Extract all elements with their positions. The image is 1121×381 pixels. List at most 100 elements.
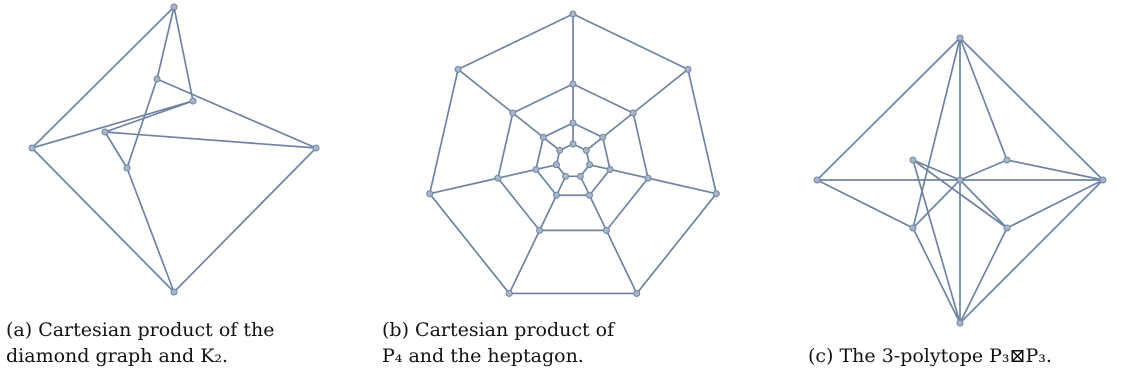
graph-b-node-7: [569, 80, 577, 88]
graph-b-edge-16: [632, 112, 649, 179]
graph-c-edge-15: [959, 227, 1008, 324]
graph-b-node-5: [426, 190, 434, 198]
graph-b-edge-17: [601, 112, 635, 139]
graph-b-edge-5: [647, 177, 718, 195]
graph-c-node-7: [909, 224, 917, 232]
graph-b-edge-30: [601, 136, 611, 171]
graph-b-node-20: [539, 133, 547, 141]
graph-b-node-14: [569, 119, 577, 127]
graph-b-edge-38: [535, 136, 545, 171]
graph-b-edge-11: [428, 177, 499, 195]
graph-c-node-5: [1003, 156, 1011, 164]
graph-c-edge-13: [1006, 159, 1104, 181]
graph-b-node-25: [562, 172, 570, 180]
graph-a-edge-9: [126, 78, 158, 169]
caption-a: (a) Cartesian product of the diamond gra…: [6, 317, 275, 369]
graph-b-edge-13: [457, 68, 514, 114]
graph-a-node-6: [101, 128, 109, 136]
graph-b-node-4: [505, 289, 513, 297]
graph-a-edge-2: [173, 6, 194, 102]
graph-polytope-p3-strong-p3: [813, 34, 1107, 327]
graph-a-node-0: [170, 3, 178, 11]
graph-a-node-7: [123, 164, 131, 172]
graph-b-edge-24: [497, 112, 514, 179]
graph-a-node-3: [170, 288, 178, 296]
graph-b-node-18: [553, 191, 561, 199]
graph-b-node-6: [454, 65, 462, 73]
caption-b: (b) Cartesian product of P₄ and the hept…: [382, 317, 632, 369]
graph-b-node-26: [552, 161, 560, 169]
graph-c-edge-12: [959, 179, 1104, 324]
graph-b-node-3: [633, 289, 641, 297]
graph-c-edge-14: [1006, 179, 1104, 229]
graph-c-edge-19: [912, 159, 1008, 229]
graph-b-edge-32: [588, 168, 611, 197]
graph-diamond-times-k2: [28, 3, 320, 296]
graph-b-node-27: [556, 146, 564, 154]
graph-b-edge-8: [428, 192, 511, 295]
graph-c-node-1: [956, 34, 964, 42]
graph-a-edge-4: [31, 100, 194, 149]
graph-b-edge-2: [687, 68, 718, 195]
graph-b-edge-26: [511, 83, 574, 114]
graph-p4-times-heptagon: [426, 10, 720, 297]
graph-b-edge-18: [605, 177, 649, 232]
graph-a-edge-6: [156, 78, 317, 149]
graph-b-edge-4: [635, 192, 718, 295]
graph-c-node-6: [1003, 224, 1011, 232]
graph-a-node-1: [28, 144, 36, 152]
graph-b-node-22: [582, 146, 590, 154]
graph-c-edge-4: [959, 159, 1008, 181]
graph-c-edge-10: [959, 37, 1008, 161]
graph-a-edge-5: [173, 147, 317, 293]
graph-b-node-21: [569, 140, 577, 148]
graph-b-edge-36: [535, 168, 558, 197]
graph-c-node-3: [956, 319, 964, 327]
graph-b-edge-3: [632, 68, 689, 114]
graph-c-node-8: [909, 156, 917, 164]
graph-c-node-2: [1099, 176, 1107, 184]
graph-b-node-2: [712, 190, 720, 198]
graph-b-node-8: [629, 109, 637, 117]
graph-c-edge-11: [912, 37, 961, 229]
graph-c-node-4: [813, 176, 821, 184]
graph-c-edge-16: [912, 227, 961, 324]
graph-c-edge-5: [959, 179, 1008, 229]
caption-a-line-1: (a) Cartesian product of the: [6, 319, 275, 341]
graph-a-edge-1: [156, 6, 175, 80]
graph-a-node-5: [189, 97, 197, 105]
graph-a-edge-3: [31, 147, 175, 293]
graph-b-edge-28: [572, 122, 604, 139]
graph-b-edge-14: [572, 83, 635, 114]
caption-b-line-2: P₄ and the heptagon.: [382, 345, 584, 367]
graph-c-node-0: [956, 176, 964, 184]
graph-b-edge-12: [457, 13, 574, 71]
graph-b-edge-7: [605, 229, 638, 295]
graph-b-node-19: [532, 165, 540, 173]
graph-b-node-23: [586, 161, 594, 169]
graph-b-node-1: [684, 65, 692, 73]
graph-b-node-11: [536, 226, 544, 234]
caption-a-line-2: diamond graph and K₂.: [6, 345, 229, 367]
graph-b-node-24: [576, 172, 584, 180]
caption-c: (c) The 3-polytope P₃⊠P₃.: [808, 343, 1118, 369]
graph-c-edge-17: [912, 159, 961, 324]
graph-a-edge-8: [126, 167, 175, 293]
graph-b-node-15: [599, 133, 607, 141]
graph-b-node-0: [569, 10, 577, 18]
graph-b-edge-40: [542, 122, 574, 139]
graph-b-edge-25: [497, 168, 537, 179]
graph-b-node-9: [644, 174, 652, 182]
graph-c-edge-7: [912, 159, 961, 181]
graph-c-edge-9: [816, 37, 961, 181]
graph-b-node-17: [585, 191, 593, 199]
graph-c-edge-18: [816, 179, 914, 229]
graph-a-edge-11: [104, 131, 128, 169]
graph-b-edge-23: [538, 194, 558, 232]
graph-a-node-4: [153, 75, 161, 83]
graph-b-edge-27: [511, 112, 545, 139]
graph-b-edge-37: [555, 175, 567, 197]
graph-b-node-10: [602, 226, 610, 234]
graph-a-node-2: [312, 144, 320, 152]
